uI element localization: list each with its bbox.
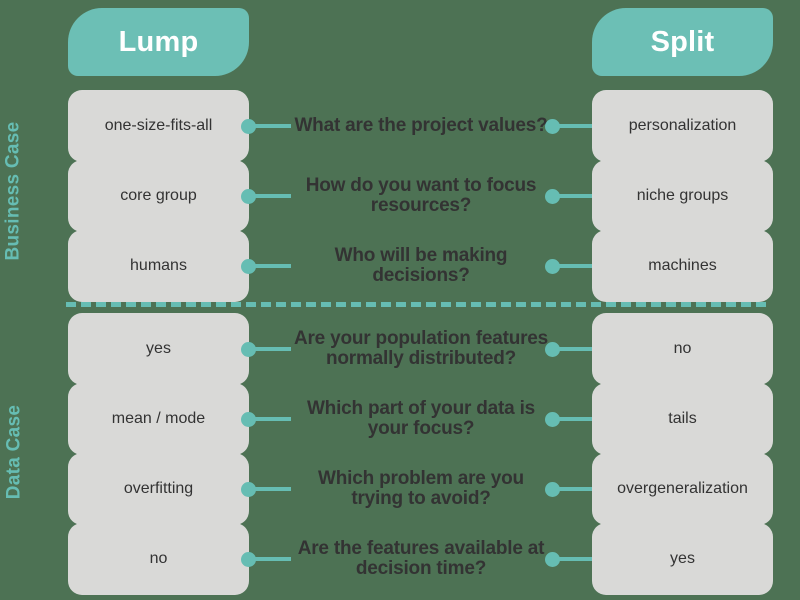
lump-option-6[interactable]: no bbox=[68, 523, 249, 595]
connector-dot-left-0 bbox=[241, 118, 256, 134]
table-row: core group How do you want to focus reso… bbox=[0, 160, 800, 232]
question-text-4: Which part of your data is your focus? bbox=[306, 397, 536, 439]
connector-dot-right-2 bbox=[545, 258, 560, 274]
table-row: yes Are your population features normall… bbox=[0, 313, 800, 385]
question-text-6: Are the features available at decision t… bbox=[297, 537, 545, 579]
table-row: overfitting Which problem are you trying… bbox=[0, 453, 800, 525]
connector-line-right-0 bbox=[551, 124, 593, 128]
connector-line-right-1 bbox=[551, 194, 593, 198]
connector-dot-left-1 bbox=[241, 188, 256, 204]
connector-line-right-6 bbox=[551, 557, 593, 561]
connector-line-left-4 bbox=[249, 417, 291, 421]
connector-line-right-2 bbox=[551, 264, 593, 268]
split-option-3[interactable]: no bbox=[592, 313, 773, 385]
connector-dot-right-3 bbox=[545, 341, 560, 357]
split-option-6[interactable]: yes bbox=[592, 523, 773, 595]
question-text-1: How do you want to focus resources? bbox=[305, 174, 537, 216]
question-text-5: Which problem are you trying to avoid? bbox=[318, 467, 524, 509]
column-header-lump: Lump bbox=[68, 8, 249, 76]
question-text-3: Are your population features normally di… bbox=[293, 327, 549, 369]
connector-dot-right-4 bbox=[545, 411, 560, 427]
connector-dot-right-1 bbox=[545, 188, 560, 204]
question-text-0: What are the project values? bbox=[294, 114, 548, 136]
lump-option-1[interactable]: core group bbox=[68, 160, 249, 232]
connector-line-left-6 bbox=[249, 557, 291, 561]
table-row: no Are the features available at decisio… bbox=[0, 523, 800, 595]
connector-dot-right-0 bbox=[545, 118, 560, 134]
connector-dot-right-6 bbox=[545, 551, 560, 567]
connector-line-left-5 bbox=[249, 487, 291, 491]
lump-option-3[interactable]: yes bbox=[68, 313, 249, 385]
split-option-5[interactable]: overgeneralization bbox=[592, 453, 773, 525]
lump-option-0[interactable]: one-size-fits-all bbox=[68, 90, 249, 162]
connector-dot-left-5 bbox=[241, 481, 256, 497]
connector-dot-left-4 bbox=[241, 411, 256, 427]
split-option-0[interactable]: personalization bbox=[592, 90, 773, 162]
column-header-split: Split bbox=[592, 8, 773, 76]
connector-line-right-5 bbox=[551, 487, 593, 491]
connector-line-left-1 bbox=[249, 194, 291, 198]
connector-dot-right-5 bbox=[545, 481, 560, 497]
connector-line-right-3 bbox=[551, 347, 593, 351]
split-option-2[interactable]: machines bbox=[592, 230, 773, 302]
section-divider bbox=[66, 302, 766, 307]
connector-dot-left-3 bbox=[241, 341, 256, 357]
table-row: one-size-fits-all What are the project v… bbox=[0, 90, 800, 162]
table-row: humans Who will be making decisions? mac… bbox=[0, 230, 800, 302]
connector-line-right-4 bbox=[551, 417, 593, 421]
connector-line-left-0 bbox=[249, 124, 291, 128]
lump-option-5[interactable]: overfitting bbox=[68, 453, 249, 525]
connector-line-left-3 bbox=[249, 347, 291, 351]
connector-line-left-2 bbox=[249, 264, 291, 268]
split-option-4[interactable]: tails bbox=[592, 383, 773, 455]
lump-option-4[interactable]: mean / mode bbox=[68, 383, 249, 455]
table-row: mean / mode Which part of your data is y… bbox=[0, 383, 800, 455]
connector-dot-left-6 bbox=[241, 551, 256, 567]
question-text-2: Who will be making decisions? bbox=[334, 244, 508, 286]
connector-dot-left-2 bbox=[241, 258, 256, 274]
split-option-1[interactable]: niche groups bbox=[592, 160, 773, 232]
lump-option-2[interactable]: humans bbox=[68, 230, 249, 302]
